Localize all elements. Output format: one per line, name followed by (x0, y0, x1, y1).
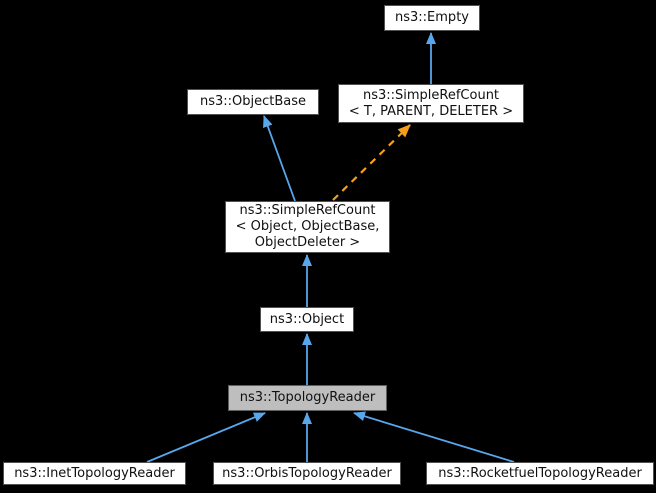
class-label-line: ObjectDeleter > (254, 235, 361, 250)
class-node-empty[interactable]: ns3::Empty (384, 5, 480, 31)
class-node-topologyreader: ns3::TopologyReader (228, 385, 387, 411)
class-node-object[interactable]: ns3::Object (260, 307, 354, 332)
class-label: ns3::RocketfuelTopologyReader (438, 465, 642, 481)
class-node-objectbase[interactable]: ns3::ObjectBase (187, 89, 319, 115)
class-node-orbistopologyreader[interactable]: ns3::OrbisTopologyReader (213, 462, 401, 485)
class-label: ns3::ObjectBase (199, 94, 307, 109)
edge-simplerefcountObj-to-simplerefcountT (332, 124, 411, 201)
edge-inet-to-topologyreader (146, 412, 266, 463)
class-label-line: ns3::SimpleRefCount (239, 203, 376, 218)
class-label: ns3::InetTopologyReader (14, 465, 175, 481)
class-label-line: < T, PARENT, DELETER > (348, 103, 514, 119)
class-node-rocketfueltopologyreader[interactable]: ns3::RocketfuelTopologyReader (426, 462, 654, 485)
class-label: ns3::Object (269, 311, 345, 327)
class-label: ns3::OrbisTopologyReader (222, 465, 392, 481)
class-node-inettopologyreader[interactable]: ns3::InetTopologyReader (3, 462, 186, 485)
edge-rocketfuel-to-topologyreader (353, 411, 515, 463)
class-label-line: < Object, ObjectBase, (235, 219, 380, 234)
class-node-simplerefcount-t-parent-deleter[interactable]: ns3::SimpleRefCount < T, PARENT, DELETER… (338, 84, 524, 123)
class-label-line: ns3::SimpleRefCount (362, 87, 500, 103)
class-label: ns3::Empty (395, 10, 469, 25)
edge-simplerefcountObj-to-objectbase (263, 115, 296, 202)
class-node-simplerefcount-object[interactable]: ns3::SimpleRefCount < Object, ObjectBase… (225, 201, 390, 253)
class-label: ns3::TopologyReader (239, 390, 376, 405)
